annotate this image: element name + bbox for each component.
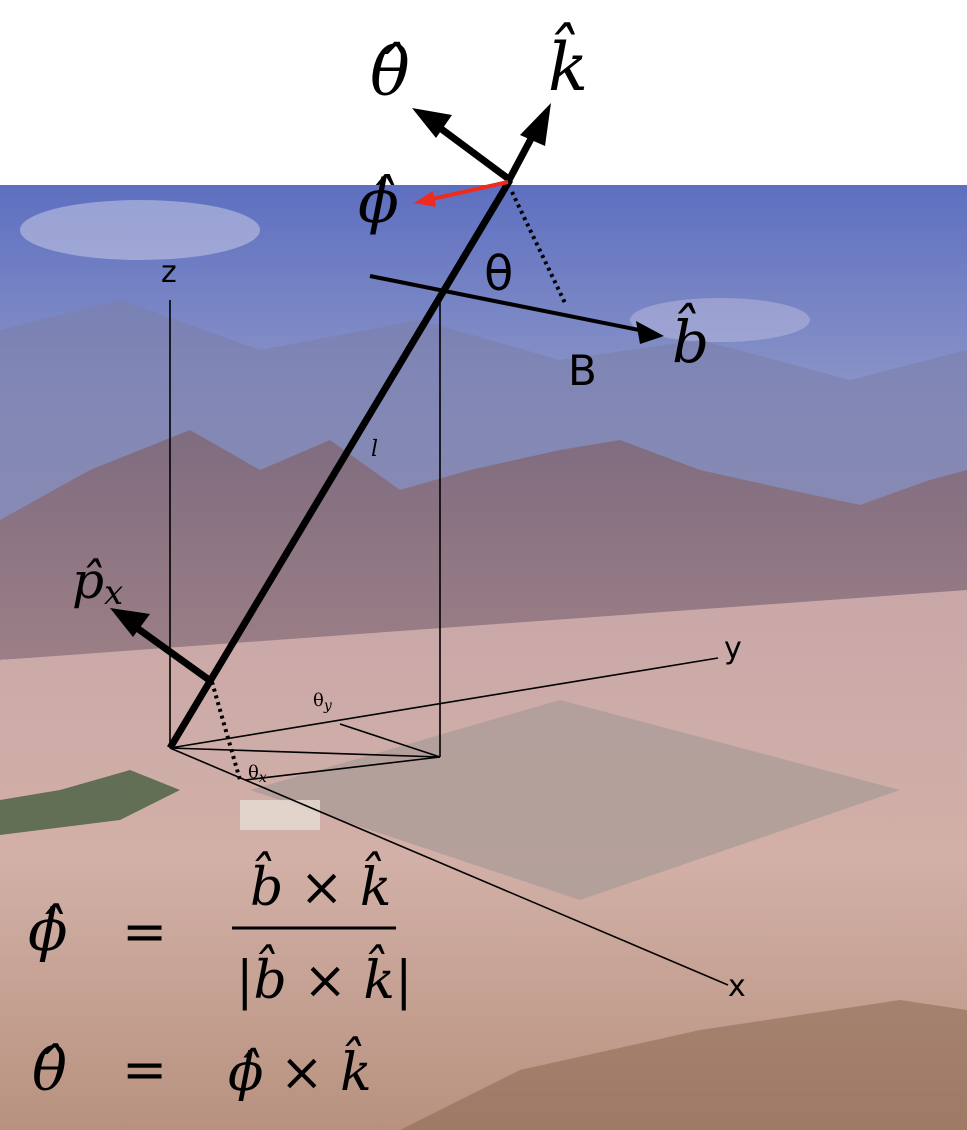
equation-phi-numerator: b̂ × k̂	[250, 852, 391, 918]
phi-hat-arrow	[414, 180, 509, 207]
equations: ϕ̂ = b̂ × k̂ |b̂ × k̂| θ̂ = ϕ̂ × k̂	[28, 852, 412, 1104]
equation-theta: θ̂ = ϕ̂ × k̂	[32, 1036, 372, 1104]
z-axis-label: z	[161, 255, 177, 290]
equation-theta-lhs: θ̂	[32, 1036, 67, 1104]
equation-phi: ϕ̂ = b̂ × k̂ |b̂ × k̂|	[28, 852, 412, 1011]
k-hat-label: k̂	[548, 24, 588, 106]
y-axis-line	[169, 657, 719, 749]
x-axis-line	[169, 747, 729, 986]
b-field-label: B	[568, 346, 597, 395]
phi-hat-label: ϕ̂	[358, 167, 399, 237]
x-axis-label: x	[728, 969, 746, 1004]
antenna-element	[166, 178, 514, 750]
theta-hat-label: θ̂	[370, 34, 410, 111]
theta-angle-label: θ	[484, 246, 513, 302]
vector-labels: θ̂ k̂ ϕ̂ b̂ p̂x	[72, 24, 709, 613]
theta-hat-arrow	[412, 108, 513, 183]
equation-theta-equals: =	[122, 1038, 167, 1101]
ground-construction	[169, 290, 729, 986]
theta-y-label: θy	[313, 690, 333, 714]
b-arrowhead	[636, 321, 664, 344]
equation-phi-denominator: |b̂ × k̂|	[236, 945, 412, 1011]
plain-labels: θ B l z y x θy θx	[161, 246, 746, 1004]
theta-x-label: θx	[248, 762, 267, 786]
equation-phi-equals: =	[122, 900, 167, 963]
x-component-line	[244, 756, 441, 781]
projection-line	[169, 747, 441, 758]
y-component-line	[339, 723, 441, 758]
b-field-arrow	[369, 274, 649, 335]
px-hat-label: p̂x	[72, 552, 123, 613]
b-hat-label: b̂	[672, 302, 709, 376]
k-hat-arrow	[504, 103, 551, 184]
px-hat-arrow	[110, 608, 215, 685]
dotted-guides	[210, 191, 567, 781]
equation-phi-lhs: ϕ̂	[28, 896, 68, 964]
px-dotted-guide	[210, 681, 242, 781]
length-label: l	[371, 437, 378, 462]
equation-theta-rhs: ϕ̂ × k̂	[228, 1037, 372, 1103]
y-axis-label: y	[724, 631, 742, 666]
